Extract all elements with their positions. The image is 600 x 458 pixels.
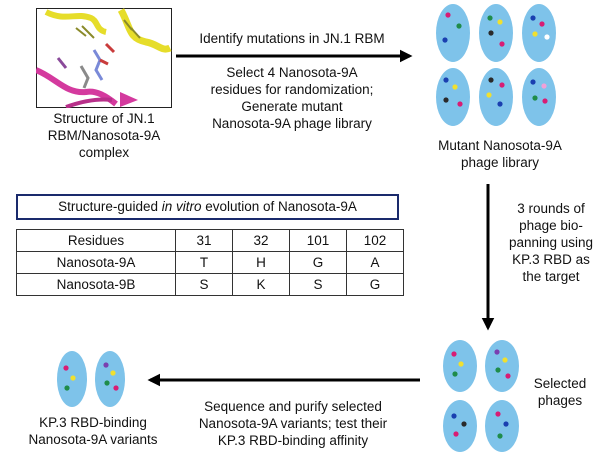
phage (443, 400, 477, 452)
phage (485, 340, 519, 392)
header-residues: Residues (16, 229, 176, 252)
phage (479, 68, 513, 126)
final-variants (57, 351, 125, 407)
structure-caption: Structure of JN.1 RBM/Nanosota-9A comple… (47, 111, 161, 160)
header-101: 101 (289, 229, 347, 252)
phage (436, 68, 470, 126)
phage (436, 4, 470, 62)
step2-description: 3 rounds of phage bio- panning using KP.… (508, 201, 594, 284)
library-caption: Mutant Nanosota-9A phage library (438, 138, 562, 170)
phage (485, 400, 519, 452)
cell: S (289, 273, 347, 296)
phage (522, 4, 556, 62)
evolution-title: Structure-guided in vitro evolution of N… (16, 194, 399, 220)
phage (443, 340, 477, 392)
residue-table: Residues 31 32 101 102 Nanosota-9A T H G… (16, 229, 404, 296)
cell: H (232, 251, 290, 274)
cell: T (175, 251, 233, 274)
cell: G (346, 273, 404, 296)
phage (95, 351, 125, 407)
header-31: 31 (175, 229, 233, 252)
table-row: Nanosota-9A T H G A (16, 251, 404, 274)
cell: A (346, 251, 404, 274)
selected-caption: Selected phages (533, 376, 587, 408)
final-caption: KP.3 RBD-binding Nanosota-9A variants (28, 415, 158, 447)
row-name: Nanosota-9B (16, 273, 176, 296)
cell: G (289, 251, 347, 274)
mutant-phage-library (436, 4, 556, 126)
protein-structure-image (36, 8, 172, 108)
phage (479, 4, 513, 62)
table-header-row: Residues 31 32 101 102 (16, 229, 404, 252)
header-102: 102 (346, 229, 404, 252)
phage (522, 68, 556, 126)
table-row: Nanosota-9B S K S G (16, 273, 404, 296)
step3-description: Sequence and purify selected Nanosota-9A… (198, 399, 388, 448)
cell: K (232, 273, 290, 296)
step1-description: Select 4 Nanosota-9A residues for random… (210, 65, 374, 131)
cell: S (175, 273, 233, 296)
phage (57, 351, 87, 407)
selected-phages (443, 340, 519, 452)
row-name: Nanosota-9A (16, 251, 176, 274)
header-32: 32 (232, 229, 290, 252)
step1-title: Identify mutations in JN.1 RBM (199, 31, 385, 46)
